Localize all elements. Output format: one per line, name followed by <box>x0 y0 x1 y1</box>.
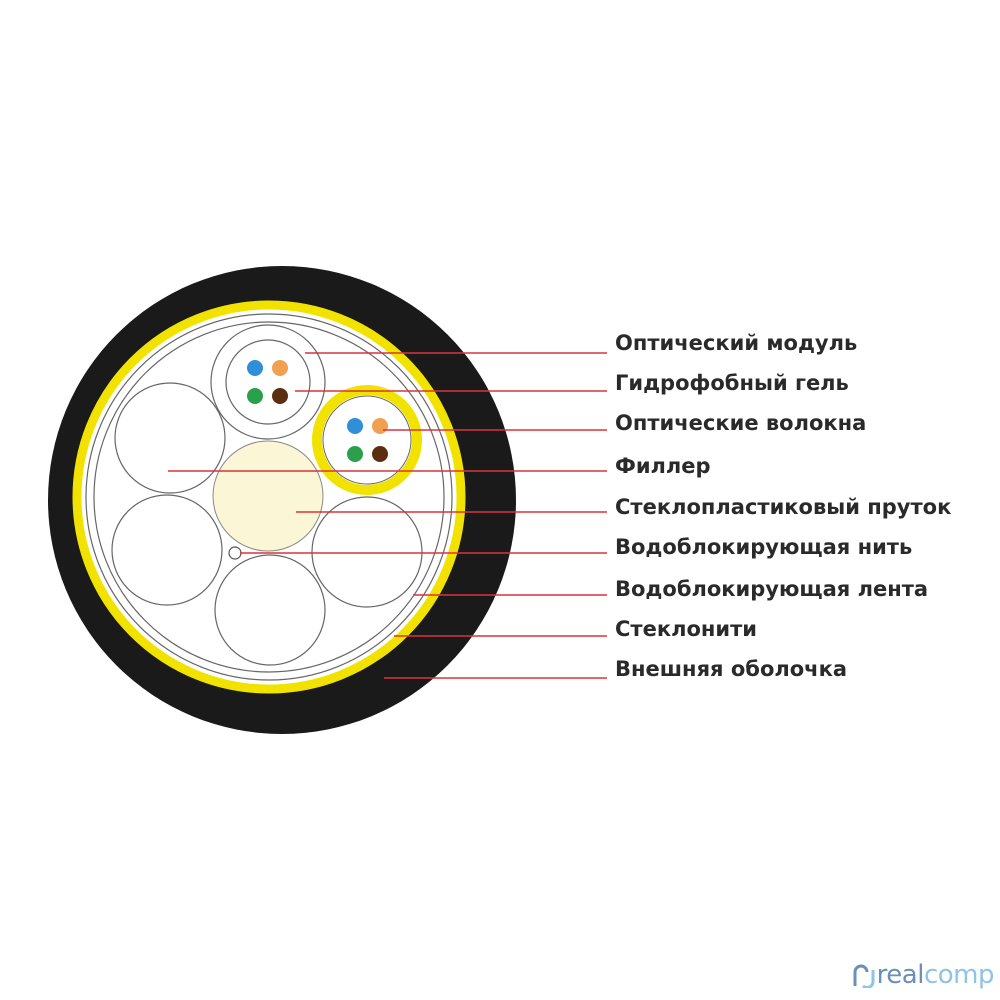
logo-text-comp: comp <box>923 960 995 990</box>
filler-right <box>311 496 423 608</box>
central-strength-rod <box>212 440 324 552</box>
logo-mark-icon <box>853 964 875 988</box>
optical-module-top-inner <box>225 339 311 425</box>
label-fiberglass-rod: Стеклопластиковый пруток <box>615 495 952 519</box>
label-glass-yarns: Стеклонити <box>615 617 757 641</box>
filler-bottom <box>214 554 326 666</box>
optical-module-yellow <box>312 385 422 495</box>
filler-top-left <box>114 382 226 494</box>
label-filler: Филлер <box>615 454 711 478</box>
label-hydrophobic-gel: Гидрофобный гель <box>615 371 849 395</box>
label-optical-fibers: Оптические волокна <box>615 411 867 435</box>
filler-bottom-left <box>111 494 223 606</box>
water-blocking-tape-inner <box>93 321 445 673</box>
logo-text-real: real <box>876 960 925 990</box>
fiber-blue <box>247 360 263 376</box>
fiber-green <box>347 446 363 462</box>
fiber-brown <box>272 388 288 404</box>
water-blocking-thread <box>228 546 242 560</box>
fiber-blue <box>347 418 363 434</box>
label-water-blocking-thread: Водоблокирующая нить <box>615 535 913 559</box>
fiber-brown <box>372 446 388 462</box>
label-outer-sheath: Внешняя оболочка <box>615 657 848 681</box>
fiber-green <box>247 388 263 404</box>
label-water-blocking-tape: Водоблокирующая лента <box>615 577 929 601</box>
water-blocking-tape-outer <box>85 313 453 681</box>
label-optical-module: Оптический модуль <box>615 331 858 355</box>
fiber-orange <box>372 418 388 434</box>
optical-module-yellow-inner <box>322 395 412 485</box>
fiber-orange <box>272 360 288 376</box>
